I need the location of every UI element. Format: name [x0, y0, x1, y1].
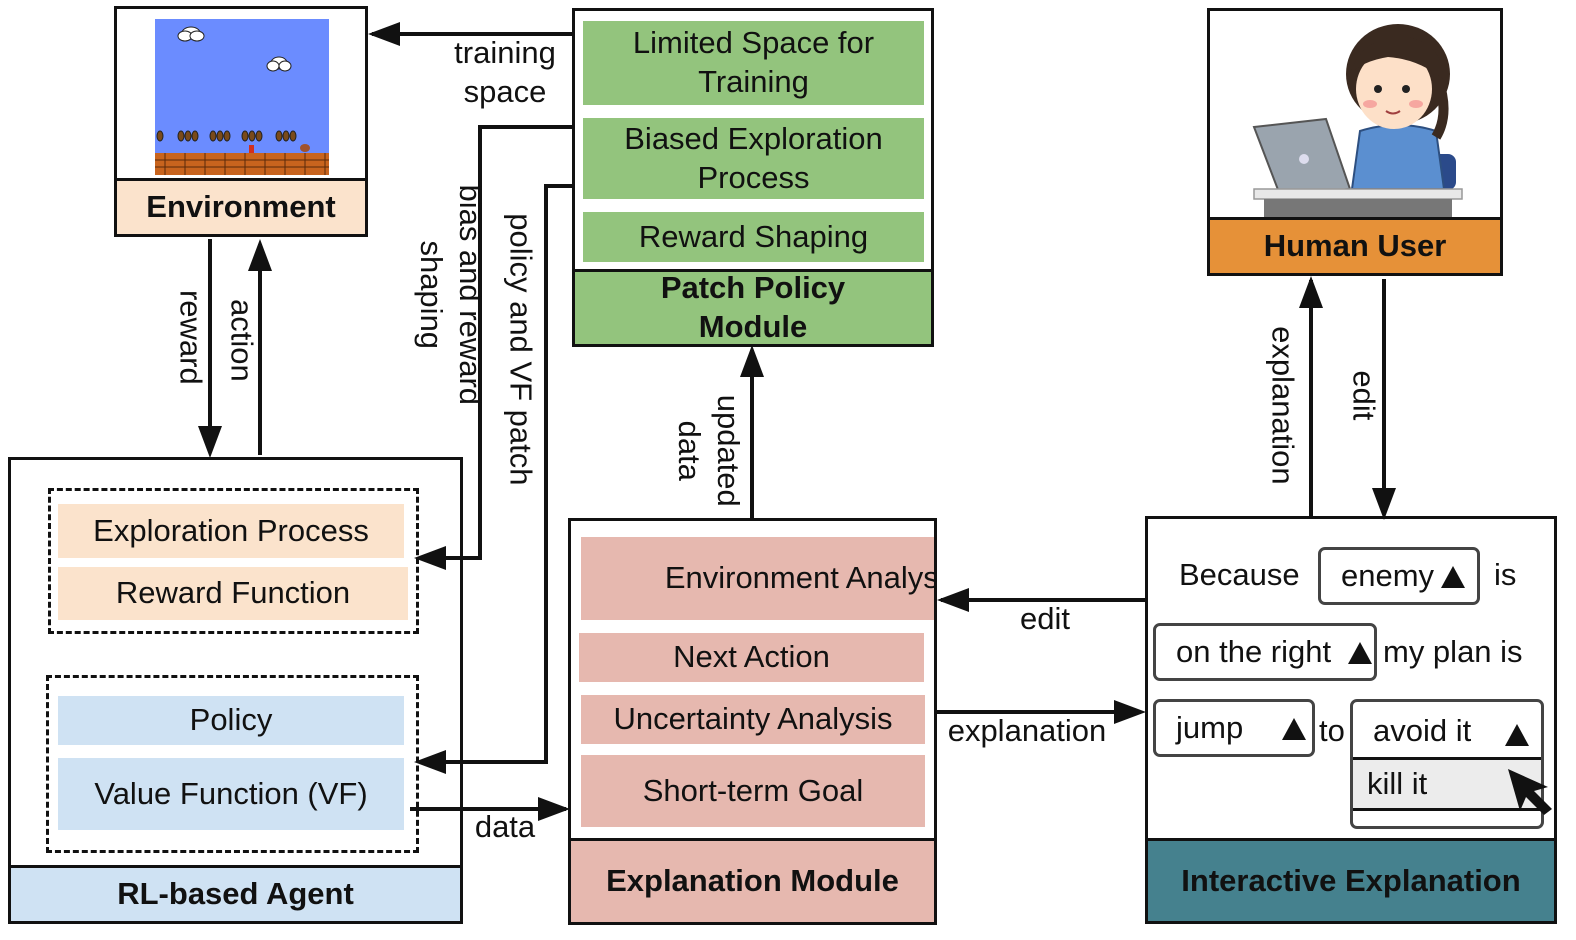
game-scene-icon — [155, 26, 329, 175]
patch-item-reward-shaping: Reward Shaping — [583, 212, 924, 262]
word-my-plan-is: my plan is — [1383, 634, 1523, 669]
agent-item-exploration-process: Exploration Process — [58, 504, 404, 558]
dropdown-goal-value: avoid it — [1373, 713, 1472, 748]
agent-item-reward-function: Reward Function — [58, 567, 408, 620]
label-action: action — [224, 299, 260, 382]
label-training-space: training space — [454, 35, 556, 109]
patch-item-limited-space: Limited Space for Training — [583, 21, 924, 105]
human-user-illustration — [1252, 24, 1463, 217]
explanation-module-box: Environment Analysis Next Action Uncerta… — [568, 518, 937, 925]
explanation-module-title: Explanation Module — [571, 838, 934, 922]
human-user-title: Human User — [1210, 217, 1500, 273]
label-policy-vf-patch: policy and VF patch — [503, 213, 539, 486]
dropdown-direction-value: on the right — [1176, 634, 1332, 669]
label-data: data — [474, 809, 536, 844]
environment-box: Environment — [114, 6, 368, 237]
label-reward: reward — [173, 289, 209, 385]
dropdown-direction-arrow-icon[interactable] — [1348, 642, 1372, 664]
explanation-item-uncertainty-analysis: Uncertainty Analysis — [581, 695, 925, 744]
dropdown-option-kill-it-label: kill it — [1367, 766, 1428, 801]
interactive-explanation-box: Because enemy is on the right my plan is… — [1145, 516, 1557, 924]
dropdown-option-kill-it[interactable]: kill it — [1353, 757, 1541, 811]
label-explanation-up: explanation — [1265, 326, 1301, 485]
human-user-box: Human User — [1207, 8, 1503, 276]
interactive-explanation-title: Interactive Explanation — [1148, 838, 1554, 921]
label-bias-reward-shaping: bias and reward shaping — [414, 184, 488, 406]
word-because: Because — [1179, 557, 1300, 592]
patch-item-biased-exploration: Biased Exploration Process — [583, 118, 924, 199]
patch-policy-module: Limited Space for Training Biased Explor… — [572, 8, 934, 347]
agent-item-value-function: Value Function (VF) — [58, 758, 404, 830]
dropdown-goal-arrow-icon[interactable] — [1505, 724, 1529, 746]
explanation-item-next-action: Next Action — [579, 633, 924, 682]
label-edit-left: edit — [1020, 601, 1070, 636]
dropdown-enemy[interactable]: enemy — [1318, 547, 1480, 605]
rl-agent-box: Exploration Process Reward Function Poli… — [8, 457, 463, 924]
explanation-item-short-term-goal: Short-term Goal — [581, 755, 925, 827]
explanation-item-environment-analysis: Environment Analysis — [581, 537, 934, 620]
dropdown-direction[interactable]: on the right — [1153, 623, 1377, 681]
rl-agent-title: RL-based Agent — [11, 865, 460, 921]
word-to: to — [1319, 713, 1345, 748]
dropdown-action[interactable]: jump — [1153, 699, 1315, 757]
label-explanation-right: explanation — [947, 713, 1107, 748]
word-is: is — [1494, 557, 1517, 592]
patch-policy-title: Patch Policy Module — [575, 269, 931, 344]
label-updated-data: updated data — [672, 394, 746, 507]
dropdown-enemy-value: enemy — [1341, 558, 1435, 593]
dropdown-action-value: jump — [1176, 710, 1244, 745]
dropdown-action-arrow-icon[interactable] — [1282, 718, 1306, 740]
agent-item-policy: Policy — [58, 696, 404, 745]
mouse-cursor-icon — [1508, 769, 1552, 815]
game-screenshot — [155, 19, 329, 175]
label-edit-down: edit — [1346, 370, 1382, 421]
environment-title: Environment — [117, 178, 365, 234]
dropdown-enemy-arrow-icon[interactable] — [1441, 566, 1465, 588]
